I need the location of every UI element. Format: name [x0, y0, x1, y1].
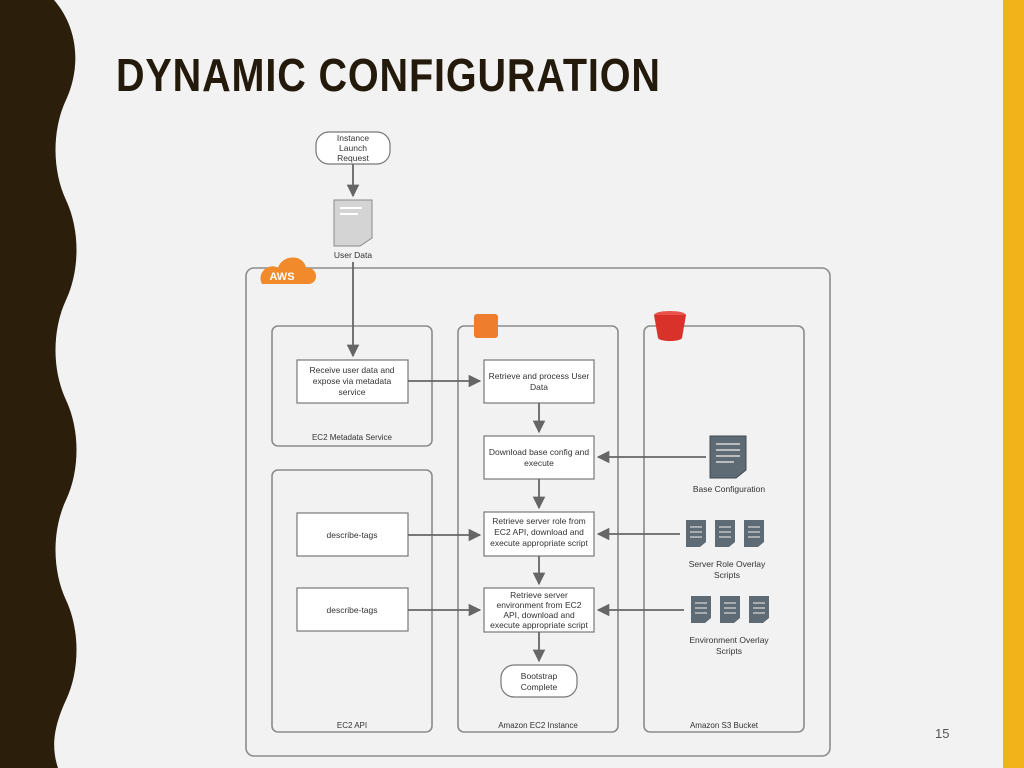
retrieve-user-data-box: Retrieve and process User Data — [483, 359, 595, 404]
bootstrap-complete-node: Bootstrap Complete — [500, 664, 578, 698]
s3-bucket-icon — [654, 311, 686, 341]
s3-bucket-label: Amazon S3 Bucket — [690, 721, 759, 730]
base-configuration-document-icon — [709, 435, 747, 479]
receive-user-data-box: Receive user data and expose via metadat… — [296, 359, 409, 404]
page-number: 15 — [935, 726, 950, 741]
box-line: describe-tags — [326, 530, 377, 540]
bootstrap-line: Complete — [521, 682, 558, 692]
box-line: Data — [530, 382, 548, 392]
ec2-instance-label: Amazon EC2 Instance — [498, 721, 578, 730]
server-role-scripts-label: Scripts — [714, 570, 740, 580]
aws-badge-text: AWS — [269, 271, 294, 283]
launch-request-line: Request — [337, 153, 369, 163]
box-line: API, download and — [503, 610, 575, 620]
retrieve-server-environment-box: Retrieve server environment from EC2 API… — [483, 587, 595, 633]
box-line: execute appropriate script — [490, 620, 588, 630]
box-line: Retrieve and process User — [489, 371, 590, 381]
box-line: Retrieve server — [510, 590, 568, 600]
box-line: execute appropriate script — [490, 538, 588, 548]
base-configuration-label: Base Configuration — [693, 484, 766, 494]
bootstrap-line: Bootstrap — [521, 671, 558, 681]
aws-cloud-icon: AWS — [260, 257, 317, 284]
ec2-api-label: EC2 API — [337, 721, 367, 730]
wavy-side-decoration — [0, 0, 77, 768]
box-line: execute — [524, 458, 554, 468]
ec2-instance-panel — [457, 325, 619, 733]
launch-request-line: Launch — [339, 143, 367, 153]
box-line: Download base config and — [489, 447, 589, 457]
user-data-label: User Data — [334, 250, 373, 260]
box-line: expose via metadata — [313, 376, 392, 386]
box-line: service — [339, 387, 366, 397]
box-line: EC2 API, download and — [494, 527, 584, 537]
box-line: Receive user data and — [309, 365, 394, 375]
box-line: environment from EC2 — [496, 600, 581, 610]
box-line: Retrieve server role from — [492, 516, 586, 526]
describe-tags-box: describe-tags — [296, 587, 409, 632]
environment-scripts-icon — [691, 596, 769, 623]
launch-request-node: Instance Launch Request — [315, 131, 391, 165]
metadata-service-panel — [271, 325, 433, 447]
ec2-instance-icon — [474, 314, 498, 338]
metadata-service-label: EC2 Metadata Service — [312, 433, 393, 442]
aws-cloud-container — [245, 267, 831, 757]
slide-title: DYNAMIC CONFIGURATION — [116, 49, 661, 101]
environment-scripts-label: Scripts — [716, 646, 742, 656]
download-base-config-box: Download base config and execute — [483, 435, 595, 480]
user-data-document-icon — [333, 199, 373, 247]
s3-bucket-panel — [643, 325, 805, 733]
launch-request-line: Instance — [337, 133, 369, 143]
server-role-scripts-label: Server Role Overlay — [689, 559, 766, 569]
box-line: describe-tags — [326, 605, 377, 615]
retrieve-server-role-box: Retrieve server role from EC2 API, downl… — [483, 511, 595, 557]
describe-tags-box: describe-tags — [296, 512, 409, 557]
accent-bar — [1003, 0, 1024, 768]
ec2-api-panel — [271, 469, 433, 733]
server-role-scripts-icon — [686, 520, 764, 547]
environment-scripts-label: Environment Overlay — [689, 635, 769, 645]
